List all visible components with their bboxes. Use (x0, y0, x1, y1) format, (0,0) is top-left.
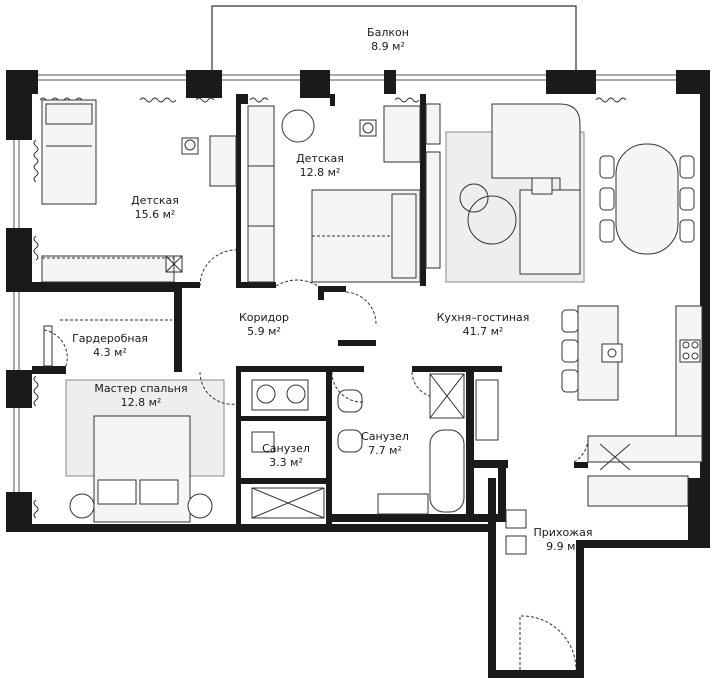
kids2-furniture (247, 105, 421, 283)
room-label-kids1: Детская 15.6 м² (131, 194, 179, 222)
windows (13, 74, 676, 492)
kitchen-furniture (425, 103, 703, 507)
room-area: 9.9 м² (546, 540, 580, 553)
room-name: Мастер спальня (94, 382, 188, 395)
master-furniture (43, 319, 225, 523)
doors (43, 249, 589, 671)
room-name: Санузел (262, 442, 310, 455)
bathroom-fixtures (251, 373, 527, 555)
room-area: 15.6 м² (134, 208, 176, 221)
room-area: 5.9 м² (247, 325, 281, 338)
room-label-corridor: Коридор 5.9 м² (239, 311, 289, 339)
room-label-master: Мастер спальня 12.8 м² (94, 382, 187, 410)
kids1-furniture (41, 99, 237, 283)
room-label-hall: Прихожая 9.9 м² (534, 526, 593, 554)
room-label-kids2: Детская 12.8 м² (296, 152, 344, 180)
room-name: Детская (131, 194, 179, 207)
room-label-bath-big: Санузел 7.7 м² (361, 430, 409, 458)
room-name: Прихожая (533, 526, 593, 539)
room-name: Кухня–гостиная (436, 311, 530, 324)
room-label-kitchen: Кухня–гостиная 41.7 м² (437, 311, 530, 339)
room-label-bath-small: Санузел 3.3 м² (262, 442, 310, 470)
walls (6, 70, 710, 678)
room-name: Детская (296, 152, 344, 165)
room-area: 4.3 м² (93, 346, 127, 359)
room-label-balcony: Балкон 8.9 м² (367, 26, 409, 54)
room-name: Коридор (239, 311, 289, 324)
room-area: 7.7 м² (368, 444, 402, 457)
dining-chairs (561, 155, 695, 393)
room-label-wardrobe: Гардеробная 4.3 м² (72, 332, 148, 360)
room-name: Балкон (367, 26, 409, 39)
room-area: 3.3 м² (269, 456, 303, 469)
room-area: 8.9 м² (371, 40, 405, 53)
balcony-outline (211, 5, 577, 72)
room-area: 12.8 м² (299, 166, 341, 179)
room-name: Гардеробная (72, 332, 148, 345)
room-area: 12.8 м² (120, 396, 162, 409)
room-area: 41.7 м² (462, 325, 504, 338)
room-name: Санузел (361, 430, 409, 443)
